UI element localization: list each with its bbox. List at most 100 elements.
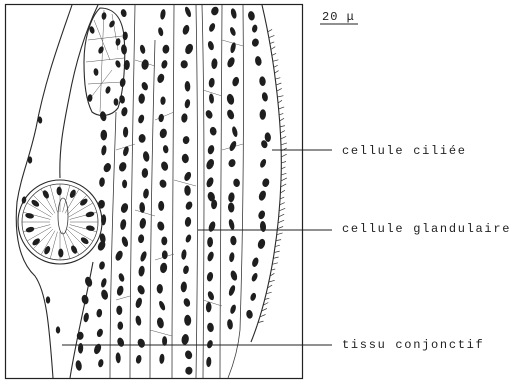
nucleus — [98, 359, 105, 368]
nucleus — [228, 219, 236, 231]
annotation-connective-tissue: tissu conjonctif — [62, 338, 484, 352]
nucleus — [228, 202, 235, 212]
cilium — [269, 35, 275, 37]
nucleus — [206, 251, 214, 262]
nucleus — [162, 145, 169, 154]
cilium — [273, 60, 279, 62]
gland-cell-wall — [63, 185, 70, 212]
nucleus — [251, 272, 259, 282]
nucleus — [99, 261, 106, 270]
nucleus — [43, 245, 51, 255]
nucleus — [159, 354, 165, 365]
nucleus — [229, 304, 237, 315]
nucleus — [227, 158, 236, 168]
nucleus — [206, 271, 214, 282]
nucleus — [75, 360, 83, 371]
nucleus — [185, 234, 193, 244]
nucleus — [140, 81, 149, 91]
column-wall — [202, 5, 204, 378]
nucleus — [162, 44, 170, 54]
nucleus — [85, 211, 95, 218]
nucleus — [113, 98, 118, 106]
nucleus — [251, 38, 259, 47]
cilium — [272, 53, 276, 55]
nucleus — [161, 59, 169, 69]
nucleus — [230, 236, 237, 246]
nucleus — [247, 11, 255, 21]
nucleus — [205, 158, 216, 171]
nucleus — [206, 339, 214, 349]
cilium — [272, 263, 278, 265]
nucleus — [58, 249, 63, 258]
nucleus — [96, 240, 106, 252]
nucleus — [28, 156, 32, 163]
column-cross-walls — [116, 40, 243, 336]
nucleus — [259, 109, 266, 120]
nucleus — [180, 281, 187, 292]
nucleus — [254, 56, 262, 67]
cilium — [275, 71, 279, 74]
cilium — [277, 88, 282, 91]
cilium — [278, 100, 282, 103]
nucleus — [226, 109, 235, 121]
nucleus — [207, 40, 215, 51]
nucleus — [158, 113, 165, 122]
nucleus — [156, 73, 165, 84]
nucleus — [209, 93, 215, 104]
nucleus — [204, 109, 213, 120]
nucleus — [142, 151, 150, 162]
nucleus — [121, 107, 129, 117]
nucleus — [158, 201, 164, 211]
nucleus — [142, 188, 149, 199]
nucleus — [120, 9, 127, 18]
nucleus — [141, 59, 150, 70]
nucleus — [156, 221, 165, 232]
nucleus — [184, 185, 191, 196]
nucleus — [161, 237, 167, 246]
nucleus — [25, 226, 35, 233]
nucleus — [228, 192, 236, 203]
nucleus — [119, 78, 126, 88]
nucleus — [160, 161, 169, 172]
nucleus — [56, 187, 61, 196]
nucleus — [207, 322, 215, 332]
nucleus — [231, 76, 240, 87]
cilium — [275, 78, 280, 79]
nucleus — [227, 319, 234, 330]
cilium — [280, 118, 285, 121]
label-glandular-cell: cellule glandulaire — [342, 222, 511, 236]
nucleus — [229, 42, 236, 54]
gland-cell-wall — [50, 232, 57, 259]
annotation-ciliated-cell: cellule ciliée — [272, 144, 467, 158]
nucleus — [184, 217, 191, 227]
nucleus — [122, 146, 130, 157]
nucleus — [207, 290, 216, 301]
nucleus — [86, 225, 96, 232]
nucleus — [100, 277, 107, 288]
nucleus — [184, 81, 190, 92]
column-wall — [220, 5, 222, 378]
cilium — [281, 136, 286, 139]
cilium — [277, 227, 283, 229]
nucleus — [118, 161, 128, 172]
nucleus — [159, 262, 167, 273]
annotation-glandular-cell: cellule glandulaire — [198, 222, 511, 236]
nucleus — [181, 333, 190, 345]
nucleus — [182, 265, 189, 275]
nucleus — [116, 306, 122, 316]
nucleus — [246, 309, 254, 319]
nucleus — [184, 315, 192, 326]
cilium — [276, 83, 281, 85]
nucleus — [251, 257, 260, 268]
nucleus — [207, 237, 213, 247]
nucleus — [207, 221, 216, 233]
nucleus — [139, 250, 148, 262]
nucleus — [121, 44, 128, 55]
nucleus — [160, 96, 166, 105]
cilium — [278, 220, 284, 223]
nucleus — [138, 93, 145, 104]
column-wall — [130, 5, 135, 378]
column-wall — [172, 5, 174, 378]
nucleus — [119, 219, 126, 231]
scale-bar: 20 μ — [320, 10, 358, 24]
